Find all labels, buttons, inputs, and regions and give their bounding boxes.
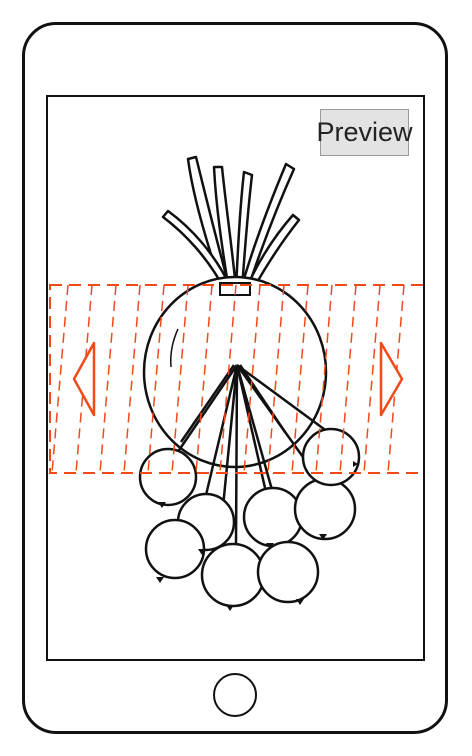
radish-stems [171, 363, 329, 546]
radish-tips [156, 461, 358, 611]
right-arrow-icon[interactable] [379, 341, 404, 417]
preview-button[interactable]: Preview [316, 109, 413, 156]
small-radishes [138, 427, 361, 608]
radish-illustration [49, 155, 425, 611]
crop-band[interactable] [49, 284, 425, 474]
radish-leaves [161, 155, 301, 295]
home-button[interactable] [213, 673, 257, 717]
screen-canvas: Preview [46, 95, 425, 661]
left-arrow-icon[interactable] [72, 341, 96, 417]
